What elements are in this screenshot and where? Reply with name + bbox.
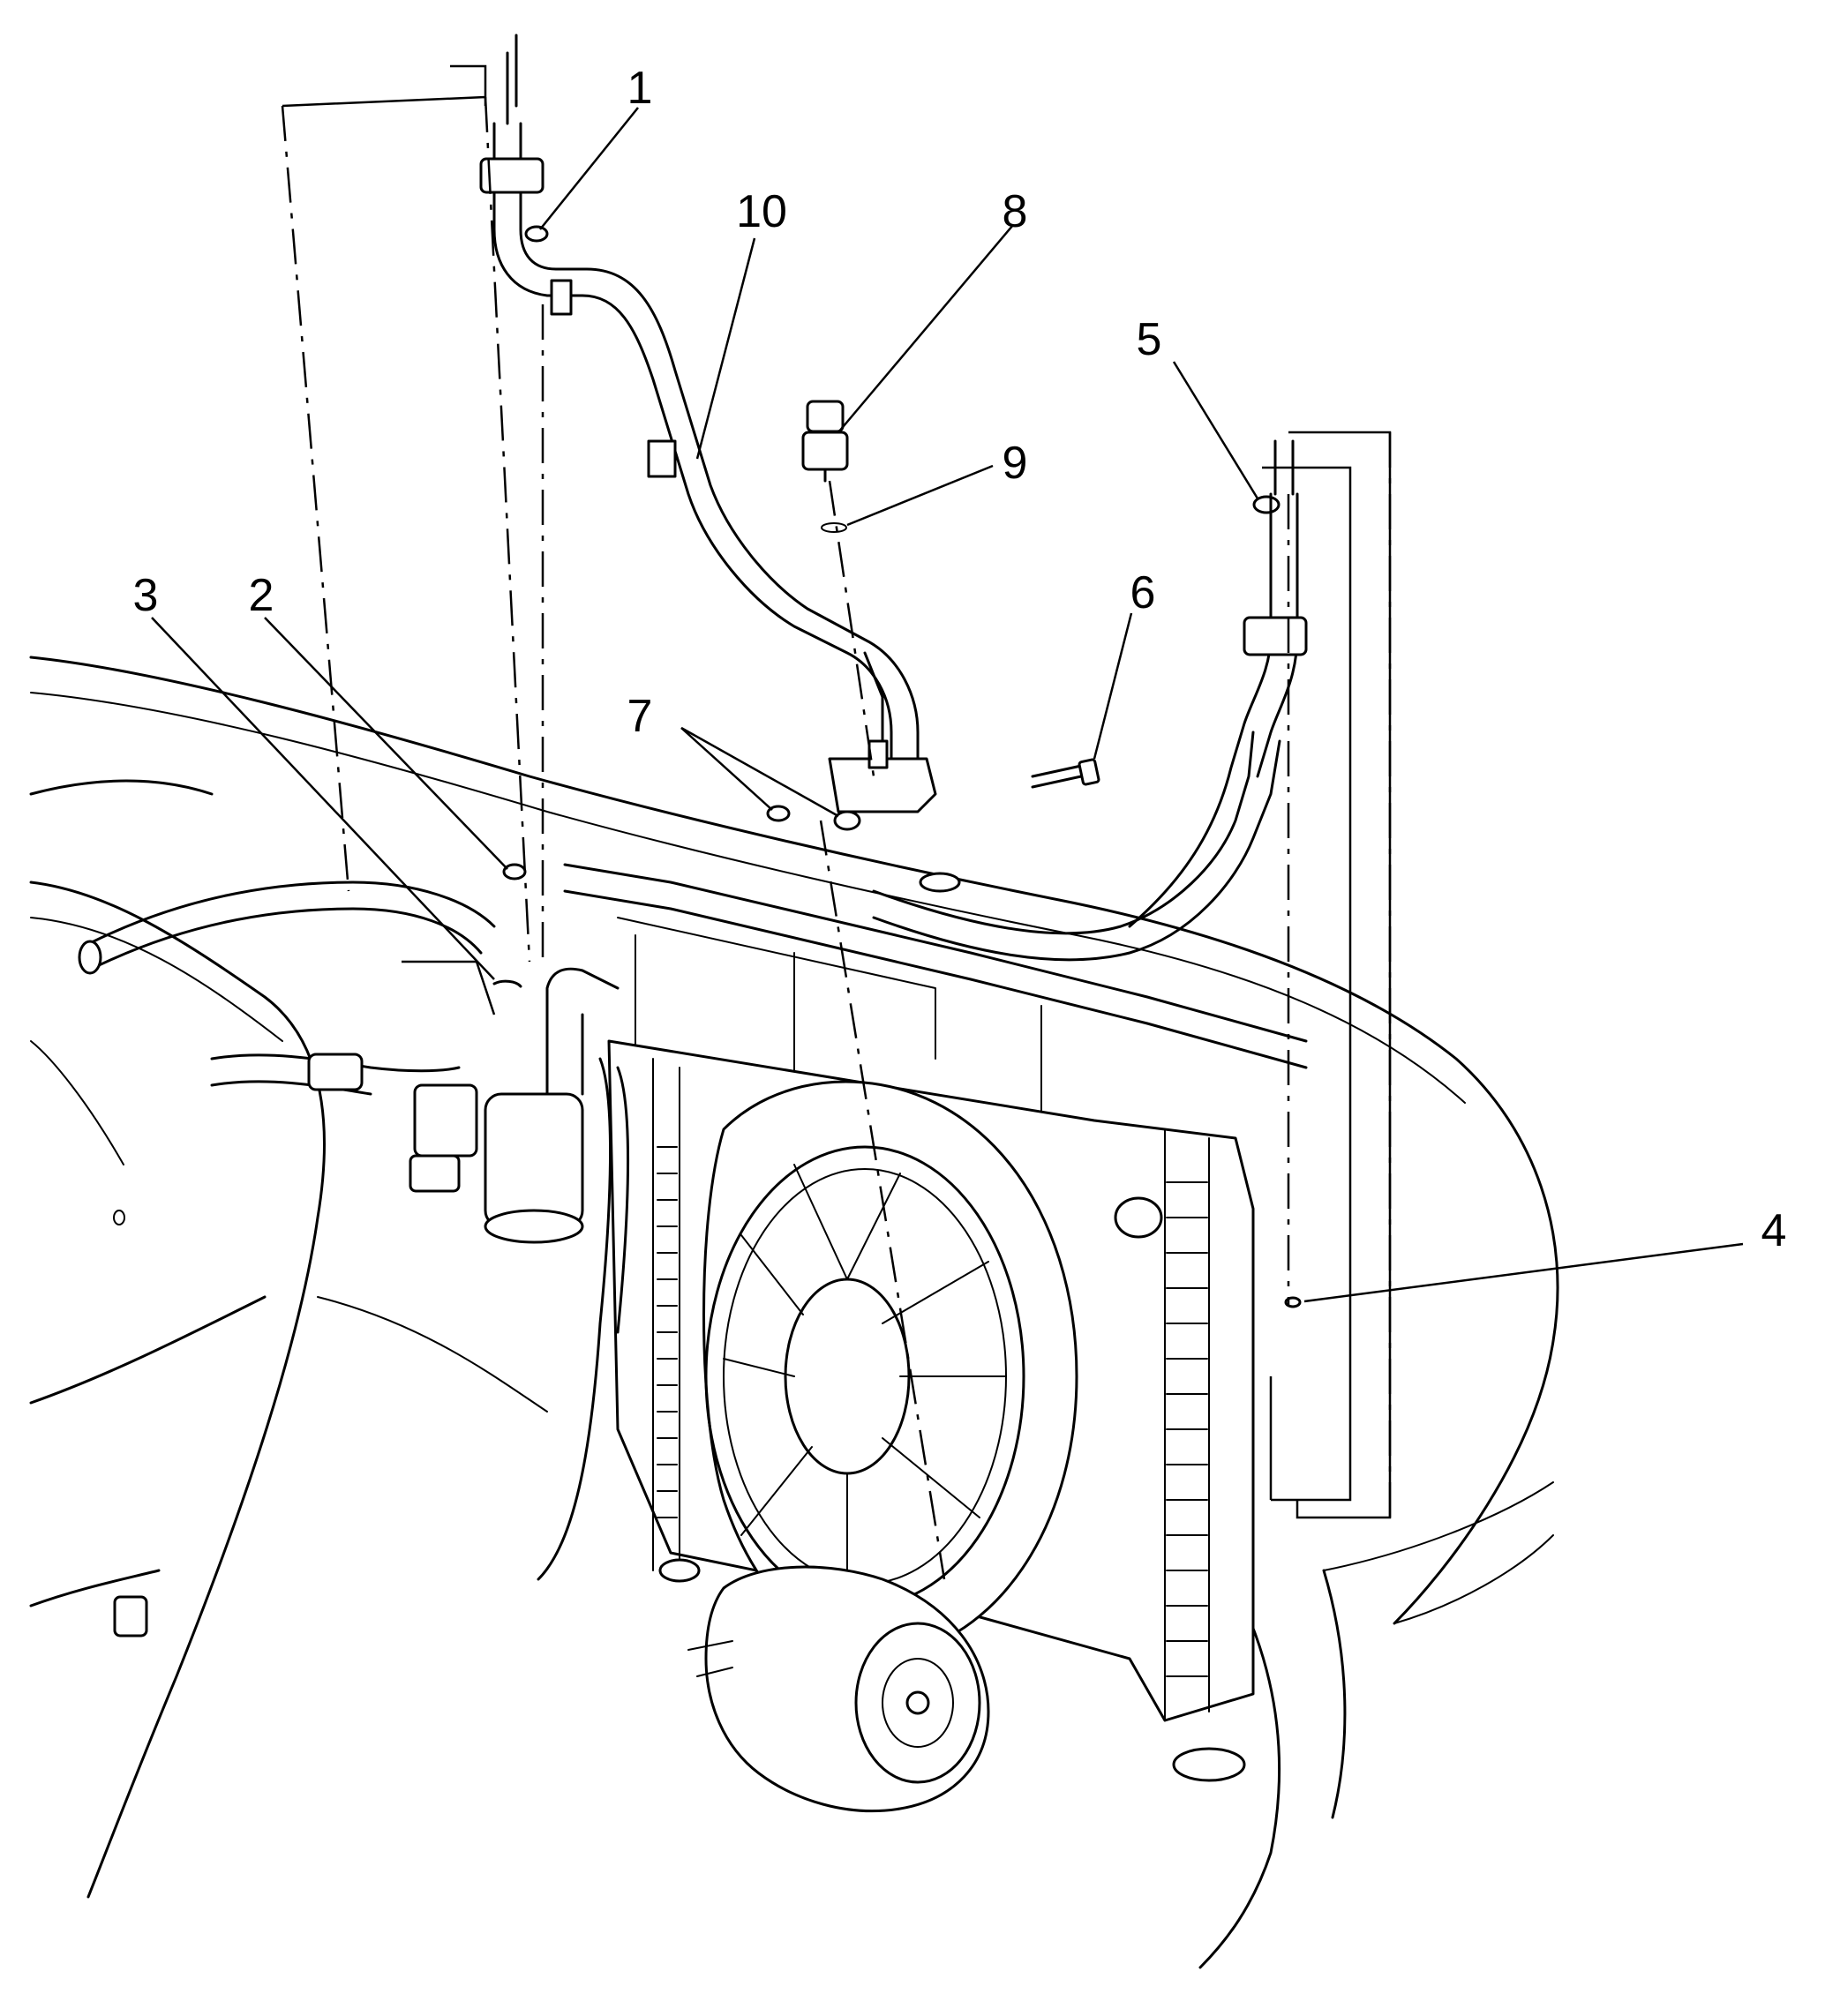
o-ring-9 [821,522,847,533]
callout-5: 5 [1136,314,1162,365]
seal-2 [502,863,527,881]
seal-3 [492,979,522,988]
seal-4 [1284,1296,1302,1308]
seals [492,225,1302,1308]
callout-leaders [151,107,1744,1303]
ac-hose-assembly [479,34,937,813]
radiator-fins [657,1146,1208,1677]
leader-9 [846,464,994,527]
pressure-switch [801,400,849,483]
leader-6 [1093,612,1133,760]
leader-4 [1303,1242,1744,1303]
callout-2: 2 [248,570,274,621]
callout-4: 4 [1761,1205,1787,1256]
leader-3 [151,617,495,980]
seal-7a [766,805,791,822]
seal-7b [833,810,861,831]
ac-compressor [687,1565,990,1813]
leader-1 [539,107,639,230]
callout-3: 3 [132,570,159,621]
leader-5 [1172,361,1259,499]
right-hose-section [1128,439,1308,928]
callout-1: 1 [627,63,653,114]
accumulator-dryer [409,1083,584,1244]
fan-blades [723,1164,1007,1589]
callout-7: 7 [627,691,653,742]
callout-10: 10 [736,186,787,237]
cooling-fan-assembly [702,1080,1078,1654]
leader-7a [680,727,773,811]
callout-6: 6 [1130,567,1156,618]
callout-9: 9 [1002,438,1028,489]
leader-2 [264,617,508,870]
leader-7b [680,726,839,818]
explode-lines [281,64,1392,1580]
leader-10 [695,237,756,460]
bolt-6 [1031,758,1100,789]
seal-1 [524,225,549,243]
seal-5 [1252,495,1281,514]
vehicle-body-outline [29,656,1559,1969]
leader-8 [837,224,1014,433]
radiator-support [563,863,1308,1113]
ac-lines-installed [78,731,1281,1581]
callout-8: 8 [1002,186,1028,237]
